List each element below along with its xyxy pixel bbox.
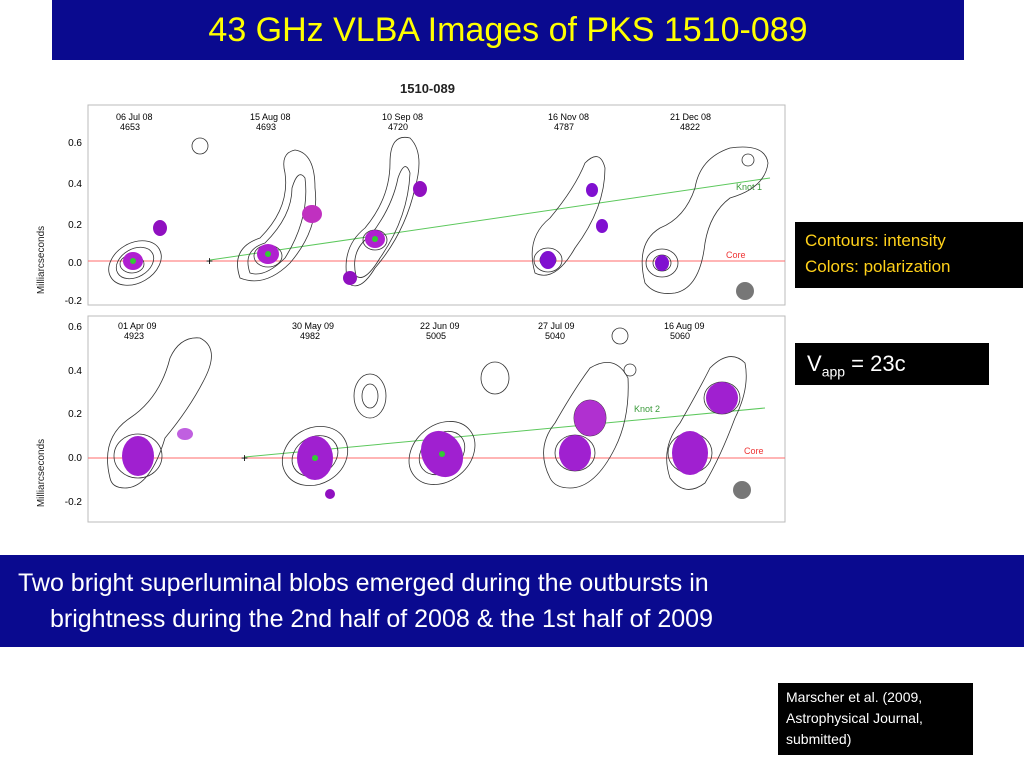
ylabel-bottom: Milliarcseconds xyxy=(36,439,47,507)
pol-blob xyxy=(302,205,322,223)
core-marker xyxy=(439,451,445,457)
pol-blob xyxy=(153,220,167,236)
title-bar: 43 GHz VLBA Images of PKS 1510-089 xyxy=(52,0,964,60)
pol-blob xyxy=(343,271,357,285)
bottom-panel-frame xyxy=(87,315,786,523)
epoch-day: 4982 xyxy=(300,331,320,341)
epoch-day: 4653 xyxy=(120,122,140,132)
epoch-day: 4923 xyxy=(124,331,144,341)
ref-cross-top: + xyxy=(206,254,213,268)
knot1-label: Knot 1 xyxy=(736,182,762,192)
legend-box: Contours: intensity Colors: polarization xyxy=(795,222,1023,288)
pol-blob xyxy=(596,219,608,233)
vapp-v: V xyxy=(807,351,822,376)
beam-top xyxy=(736,282,754,300)
vlba-figure: 1510-089 Milliarcseconds Milliarcseconds… xyxy=(30,78,790,528)
epoch-date: 01 Apr 09 xyxy=(118,321,157,331)
epoch-date: 06 Jul 08 xyxy=(116,112,153,122)
ytick-label: 0.0 xyxy=(68,453,82,464)
top-epoch-labels: 06 Jul 08 4653 15 Aug 08 4693 10 Sep 08 … xyxy=(116,112,711,132)
core-marker xyxy=(312,455,318,461)
epoch-date: 15 Aug 08 xyxy=(250,112,291,122)
pol-blob xyxy=(122,436,154,476)
legend-colors: Colors: polarization xyxy=(805,257,951,276)
pol-blob xyxy=(325,489,335,499)
ytick-label: 0.2 xyxy=(68,409,82,420)
ref-cross-bottom: + xyxy=(241,451,248,465)
pol-blob xyxy=(559,435,591,471)
ytick-label: -0.2 xyxy=(65,497,83,508)
knot1-track xyxy=(209,177,771,261)
reference-line-2: Astrophysical Journal, xyxy=(786,710,923,726)
epoch-day: 4693 xyxy=(256,122,276,132)
core-marker xyxy=(372,236,378,242)
top-row-images xyxy=(108,136,769,294)
pol-blob xyxy=(540,251,556,269)
core-marker xyxy=(265,251,271,257)
ytick-label: 0.2 xyxy=(68,220,82,231)
epoch-date: 21 Dec 08 xyxy=(670,112,711,122)
reference-box: Marscher et al. (2009, Astrophysical Jou… xyxy=(778,683,973,755)
apparent-velocity-box: Vapp = 23c xyxy=(795,343,989,385)
vlba-image-grid: 1510-089 Milliarcseconds Milliarcseconds… xyxy=(36,81,786,523)
pol-blob xyxy=(574,400,606,436)
epoch-date: 30 May 09 xyxy=(292,321,334,331)
epoch-day: 4787 xyxy=(554,122,574,132)
pol-blob xyxy=(586,183,598,197)
caption-box: Two bright superluminal blobs emerged du… xyxy=(0,555,1024,647)
epoch-day: 5040 xyxy=(545,331,565,341)
top-polarization xyxy=(123,181,669,285)
core-marker xyxy=(130,258,136,264)
pol-blob xyxy=(655,255,669,271)
epoch-date: 22 Jun 09 xyxy=(420,321,460,331)
epoch-date: 16 Nov 08 xyxy=(548,112,589,122)
ytick-label: 0.4 xyxy=(68,366,82,377)
epoch-date: 16 Aug 09 xyxy=(664,321,705,331)
reference-line-3: submitted) xyxy=(786,731,852,747)
epoch-date: 27 Jul 09 xyxy=(538,321,575,331)
epoch-day: 5060 xyxy=(670,331,690,341)
bottom-epoch-labels: 01 Apr 09 4923 30 May 09 4982 22 Jun 09 … xyxy=(118,321,705,341)
epoch-day: 5005 xyxy=(426,331,446,341)
epoch-day: 4720 xyxy=(388,122,408,132)
epoch-date: 10 Sep 08 xyxy=(382,112,423,122)
caption-line-2: brightness during the 2nd half of 2008 &… xyxy=(50,605,713,633)
ytick-label: -0.2 xyxy=(65,296,83,307)
ylabel-top: Milliarcseconds xyxy=(36,226,47,294)
ytick-label: 0.0 xyxy=(68,258,82,269)
ytick-label: 0.4 xyxy=(68,179,82,190)
knot2-label: Knot 2 xyxy=(634,404,660,414)
vapp-subscript: app xyxy=(821,363,846,380)
bottom-polarization xyxy=(122,382,738,499)
slide-title: 43 GHz VLBA Images of PKS 1510-089 xyxy=(208,10,808,49)
beam-bottom xyxy=(733,481,751,499)
vapp-value: = 23c xyxy=(845,351,906,376)
ytick-label: 0.6 xyxy=(68,322,82,333)
bottom-yticks: 0.6 0.4 0.2 0.0 -0.2 xyxy=(65,322,83,508)
pol-blob xyxy=(706,382,738,414)
top-yticks: 0.6 0.4 0.2 0.0 -0.2 xyxy=(65,138,83,307)
image-epoch-1 xyxy=(108,137,209,286)
pol-blob xyxy=(672,431,708,475)
pol-blob xyxy=(413,181,427,197)
knot2-track xyxy=(244,407,766,458)
pol-blob xyxy=(177,428,193,440)
epoch-day: 4822 xyxy=(680,122,700,132)
top-panel-frame xyxy=(87,104,786,306)
ytick-label: 0.6 xyxy=(68,138,82,149)
caption-line-1: Two bright superluminal blobs emerged du… xyxy=(18,569,709,597)
core-label-bottom: Core xyxy=(744,446,764,456)
reference-line-1: Marscher et al. (2009, xyxy=(786,689,923,705)
legend-contours: Contours: intensity xyxy=(805,231,946,250)
core-label-top: Core xyxy=(726,250,746,260)
source-label: 1510-089 xyxy=(400,81,455,96)
